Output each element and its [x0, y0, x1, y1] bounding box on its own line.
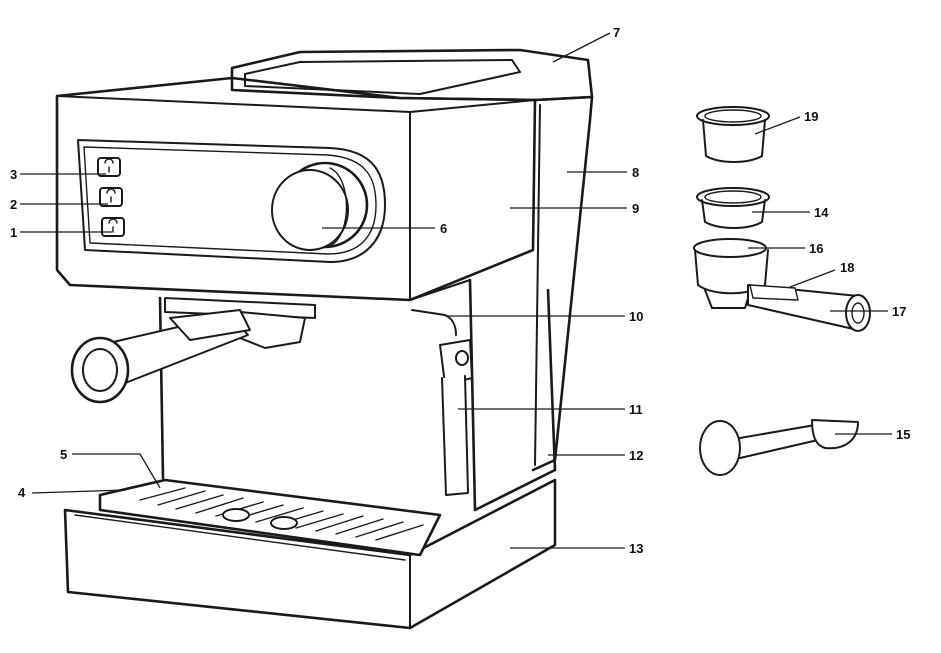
drip-tray [98, 478, 442, 557]
coffee-symbol-icon [106, 188, 116, 203]
callout-8: 8 [632, 165, 639, 180]
callout-labels: 1 2 3 4 5 6 7 8 9 10 11 12 13 14 15 16 1… [10, 25, 910, 556]
steam-symbol-icon [108, 218, 118, 233]
callout-14: 14 [814, 205, 829, 220]
callout-11: 11 [629, 402, 643, 417]
callout-17: 17 [892, 304, 906, 319]
callout-10: 10 [629, 309, 643, 324]
callout-18: 18 [840, 260, 854, 275]
filter-basket-14 [696, 187, 770, 229]
callout-3: 3 [10, 167, 17, 182]
callout-13: 13 [629, 541, 643, 556]
power-symbol-icon [104, 158, 114, 173]
measuring-spoon-15 [699, 419, 859, 476]
callout-2: 2 [10, 197, 17, 212]
callout-7: 7 [613, 25, 620, 40]
steam-knob [271, 161, 369, 251]
leader-lines [20, 32, 892, 549]
callout-1: 1 [10, 225, 17, 240]
steam-wand [411, 309, 473, 496]
callout-12: 12 [629, 448, 643, 463]
callout-6: 6 [440, 221, 447, 236]
filter-basket-19 [696, 106, 770, 163]
callout-19: 19 [804, 109, 818, 124]
callout-16: 16 [809, 241, 823, 256]
control-buttons [97, 157, 125, 237]
callout-4: 4 [18, 485, 26, 500]
portafilter-17 [693, 238, 871, 332]
callout-15: 15 [896, 427, 910, 442]
machine-body [55, 48, 594, 630]
brew-group [70, 297, 316, 404]
callout-9: 9 [632, 201, 639, 216]
callout-5: 5 [60, 447, 67, 462]
